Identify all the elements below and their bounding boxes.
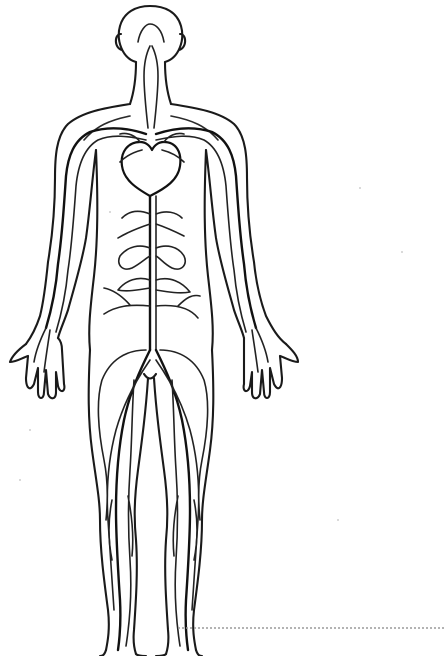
renal-left <box>119 246 150 269</box>
right-leg-branch-2 <box>172 380 180 646</box>
paper-specks <box>19 187 403 521</box>
left-foot <box>100 650 146 656</box>
branch-upper-left <box>118 211 150 238</box>
jugular-vein <box>152 46 158 128</box>
left-hand-vessel <box>34 328 50 372</box>
renal-right <box>156 246 185 269</box>
right-hand-vessel <box>252 328 268 372</box>
mesenteric-right <box>156 279 190 293</box>
neck-right <box>165 62 171 104</box>
carotid-artery <box>144 46 150 128</box>
heart-icon <box>122 142 181 196</box>
iliac-left-branch <box>104 288 150 314</box>
branch-upper-right <box>156 212 184 236</box>
right-foot <box>156 650 202 656</box>
head-outline <box>119 6 182 62</box>
vessels <box>34 24 268 650</box>
body-outline <box>10 6 298 656</box>
left-leg-inner <box>134 378 148 654</box>
left-leg-branch-2 <box>126 380 134 646</box>
head-vessel-loop <box>138 24 164 42</box>
iliac-right-branch <box>156 295 200 318</box>
neck-left <box>130 62 136 104</box>
heart <box>120 133 184 196</box>
mesenteric-left <box>118 278 150 290</box>
right-leg-outer <box>193 350 213 650</box>
right-leg-inner <box>154 378 168 654</box>
right-hand <box>244 338 298 398</box>
